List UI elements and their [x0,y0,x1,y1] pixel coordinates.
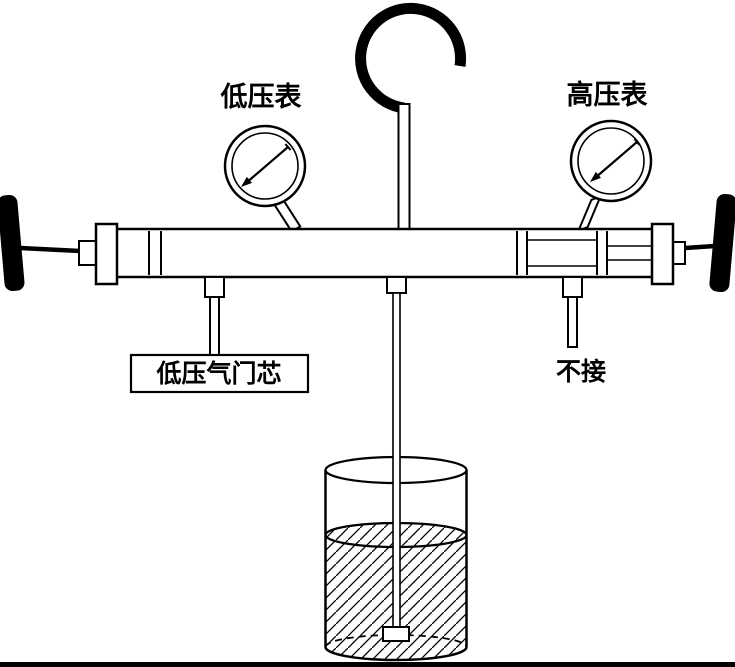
left-valve-collar [78,240,97,266]
hook-pipe [397,103,411,232]
bottom-border [0,662,735,667]
center-hose [392,292,401,633]
left-valve-rod [19,245,81,254]
unused-port-coupler [562,276,583,298]
low-gauge-needle-arrow [241,176,252,187]
low-valve-core-label-box [129,353,310,394]
left-valve-cap [94,222,119,286]
high-gauge-needle-tail [633,138,641,146]
high-gauge-needle [594,141,638,179]
high-gauge-inner [577,127,645,195]
high-gauge-stem [576,194,603,233]
low-port-coupler [204,276,225,298]
unused-port-tube [567,296,578,348]
low-port-tube [209,296,220,356]
unused-port-label: 不接 [556,358,606,386]
left-valve-handle [0,194,25,292]
low-gauge-label: 低压表 [220,82,302,112]
manifold-body [113,227,657,279]
high-gauge-outer [569,119,653,203]
high-gauge-needle-arrow [590,171,601,182]
low-gauge-needle-tail [284,143,292,151]
hanging-hook [355,2,467,114]
low-gauge-needle [245,146,289,184]
low-valve-core-label: 低压气门芯 [155,359,281,388]
high-gauge-label: 高压表 [567,79,648,110]
center-port-coupler [386,276,407,294]
hose-fitting [382,626,410,642]
right-valve-cap [650,222,675,286]
right-valve-handle [709,193,735,293]
low-gauge-inner [231,132,299,200]
